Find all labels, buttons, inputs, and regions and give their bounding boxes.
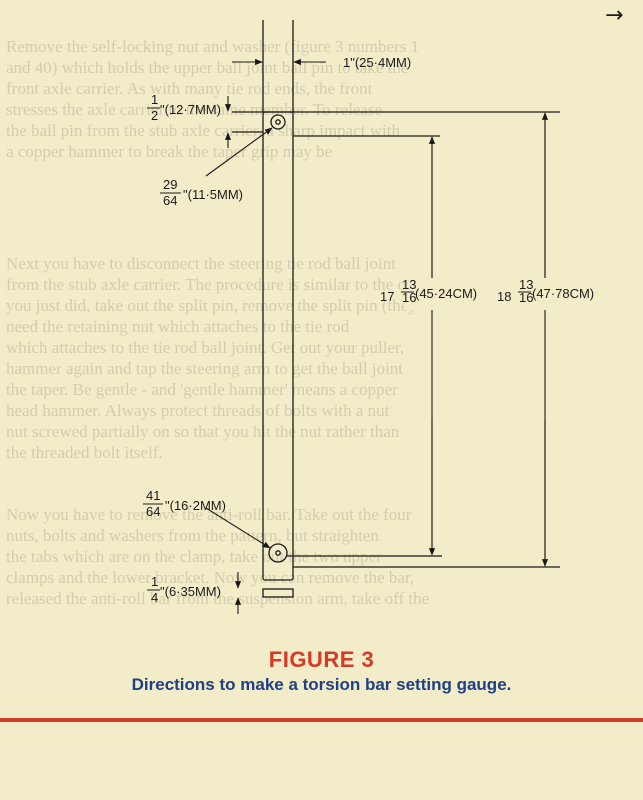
gauge-bar <box>262 111 294 581</box>
background-line: released the anti-roll bar from the susp… <box>6 589 430 608</box>
outer-length-den: 16 <box>519 290 533 305</box>
thickness-mm: "(6·35MM) <box>160 584 221 599</box>
background-line: Now you have to remove the anti-roll bar… <box>6 505 412 524</box>
upper-hole <box>270 114 286 130</box>
background-line: need the retaining nut which attaches to… <box>6 317 350 336</box>
lower-hole-center <box>275 550 281 556</box>
background-line: a copper hammer to break the taper grip … <box>6 142 333 161</box>
background-line: front axle carrier. As with many tie rod… <box>6 79 373 98</box>
figure-title: FIGURE 3 <box>268 647 375 672</box>
lower-hole <box>268 543 288 563</box>
divider-rule <box>0 718 643 722</box>
lower-hole-den: 64 <box>146 504 160 519</box>
background-line: head hammer. Always protect threads of b… <box>6 401 390 420</box>
background-line: the threaded bolt itself. <box>6 443 163 462</box>
hole-offset-mm: "(12·7MM) <box>160 102 221 117</box>
label-backdrop <box>405 278 463 310</box>
hole-dia-den: 64 <box>163 193 177 208</box>
label-backdrop <box>518 278 578 310</box>
hole-dia-mm: "(11·5MM) <box>183 187 243 202</box>
background-line: hammer again and tap the steering arm to… <box>6 359 404 378</box>
background-line: and 40) which holds the upper ball joint… <box>6 58 409 77</box>
next-page-arrow-icon[interactable]: → <box>605 3 623 28</box>
inner-length-mm: (45·24CM) <box>415 286 477 301</box>
background-line: nut screwed partially on so that you hit… <box>6 422 400 441</box>
width-label: 1"(25·4MM) <box>343 55 411 70</box>
upper-hole-center <box>275 119 281 125</box>
background-line: Remove the self-locking nut and washer (… <box>6 37 420 56</box>
background-line: the tabs which are on the clamp, take ou… <box>6 547 382 566</box>
lower-hole-leader <box>205 507 271 549</box>
hole-offset-num: 1 <box>151 92 158 107</box>
outer-length-num: 13 <box>519 277 533 292</box>
outer-length-mm: (47·78CM) <box>532 286 594 301</box>
lower-hole-mm: "(16·2MM) <box>165 498 226 513</box>
inner-length-den: 16 <box>402 290 416 305</box>
hole-offset-den: 2 <box>151 108 158 123</box>
outer-length-whole: 18 <box>497 289 511 304</box>
thickness-den: 4 <box>151 590 158 605</box>
inner-length-num: 13 <box>402 277 416 292</box>
figure-caption: Directions to make a torsion bar setting… <box>131 675 512 694</box>
hole-dia-num: 29 <box>163 177 177 192</box>
background-line: the taper. Be gentle - and 'gentle hamme… <box>6 380 398 399</box>
thickness-num: 1 <box>151 574 158 589</box>
background-line: you just did, take out the split pin, re… <box>6 296 417 315</box>
inner-length-whole: 17 <box>380 289 394 304</box>
lower-hole-num: 41 <box>146 488 160 503</box>
bar-section <box>262 588 294 598</box>
background-line: Next you have to disconnect the steering… <box>6 254 396 273</box>
background-line: which attaches to the tie rod ball joint… <box>6 338 405 357</box>
hole-dia-leader <box>205 127 273 177</box>
